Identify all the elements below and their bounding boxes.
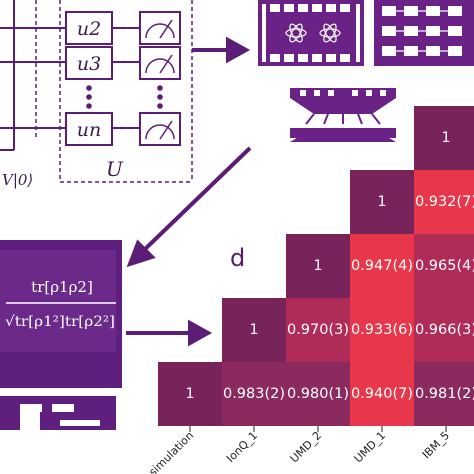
heatmap-cell [286, 362, 350, 426]
heatmap-cell-label: 0.932(7) [415, 194, 474, 210]
arrow-to-monitor [126, 146, 252, 268]
heatmap-cell [222, 362, 286, 426]
heatmap-cell [286, 298, 350, 362]
heatmap-cell [350, 362, 414, 426]
gate-label-un: un [77, 119, 101, 141]
heatmap-cell-label: 0.980(1) [287, 386, 349, 402]
panel-label: d [230, 244, 245, 272]
superconducting-chip-image [374, 0, 474, 66]
heatmap-cell-label: 1 [185, 386, 194, 402]
quantum-circuit [0, 0, 193, 183]
x-axis-tick-label: IonQ_1 [224, 429, 260, 465]
state-label: V|0⟩ [2, 171, 33, 189]
heatmap-cell [286, 234, 350, 298]
arrow-to-hardware [192, 36, 251, 64]
heatmap-cell [350, 234, 414, 298]
arrow-to-heatmap [126, 319, 213, 347]
monitor-image [0, 240, 122, 430]
heatmap-cell-label: 0.981(2) [415, 386, 474, 402]
trapped-ion-chip-image [258, 0, 364, 66]
heatmap-cell [414, 170, 474, 234]
unitary-label: U [106, 157, 124, 181]
heatmap-cell [414, 298, 474, 362]
heatmap-cell-label: 1 [249, 322, 258, 338]
x-axis-tick-label: UMD_2 [288, 429, 324, 465]
gate-label-u3: u3 [77, 53, 101, 75]
heatmap-cell-label: 1 [377, 194, 386, 210]
x-axis-tick-label: UMD_1 [352, 429, 388, 465]
heatmap-cell-label: 0.983(2) [223, 386, 285, 402]
heatmap-cell [414, 362, 474, 426]
heatmap-cell-label: 0.947(4) [351, 258, 413, 274]
heatmap-cell [158, 362, 222, 426]
heatmap-cell [222, 298, 286, 362]
heatmap-cell [350, 170, 414, 234]
heatmap-cell-label: 1 [313, 258, 322, 274]
heatmap-cell-label: 1 [441, 130, 450, 146]
x-axis-tick-labels: simulation IonQ_1 UMD_2 UMD_1 IBM_5 [146, 426, 452, 474]
formula-numerator: tr[ρ1ρ2] [31, 278, 93, 296]
gate-label-u2: u2 [77, 18, 101, 40]
heatmap-cell [414, 106, 474, 170]
circuit-dots [86, 85, 163, 109]
heatmap-cell-label: 0.933(6) [351, 322, 413, 338]
heatmap-cell-label: 0.965(4) [415, 258, 474, 274]
x-axis-tick-label: IBM_5 [420, 429, 452, 461]
heatmap-cell [414, 234, 474, 298]
heatmap-cell-label: 0.940(7) [351, 386, 413, 402]
formula-denominator: √tr[ρ1²]tr[ρ2²] [5, 314, 115, 330]
fidelity-heatmap: 1 1 0.932(7) 1 0.947(4)0.965(4) 1 0.970(3)0.93… [158, 106, 474, 426]
ion-trap-device-image [290, 88, 396, 142]
heatmap-cell-label: 0.970(3) [287, 322, 349, 338]
heatmap-cell-label: 0.966(3) [415, 322, 474, 338]
heatmap-cell [350, 298, 414, 362]
x-axis-tick-label: simulation [146, 429, 196, 474]
